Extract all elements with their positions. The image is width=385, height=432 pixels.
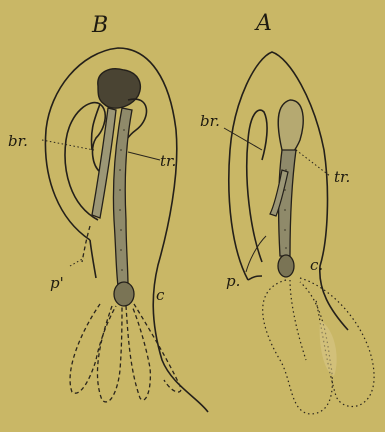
panel-a-chamber xyxy=(247,110,267,262)
panel-b-branchial-inner xyxy=(91,104,100,150)
panel-a-lobes xyxy=(263,278,374,414)
panel-a-label-p: p. xyxy=(226,272,240,290)
panel-b-body-left-edge xyxy=(90,240,96,278)
panel-b-label-br: br. xyxy=(8,132,28,150)
panel-b-title: B xyxy=(91,13,108,38)
panel-a-body-left-edge xyxy=(248,276,262,280)
panel-b-ganglion-mass xyxy=(98,69,141,108)
panel-a-label-tr: tr. xyxy=(334,168,350,186)
panel-b-pore xyxy=(82,226,90,262)
panel-b-label-c: c xyxy=(156,286,165,304)
panel-a-label-c: c. xyxy=(310,256,323,274)
panel-b-bulb xyxy=(114,282,134,306)
panel-b-label-p: p' xyxy=(50,274,64,292)
panel-a-label-br: br. xyxy=(200,112,220,130)
panel-b-tube xyxy=(113,108,132,286)
panel-b-br-leader xyxy=(42,140,94,150)
panel-b-p-leader xyxy=(70,258,84,266)
panel-a-tube xyxy=(279,150,296,256)
panel-b-label-tr: tr. xyxy=(160,152,176,170)
panel-b-tr-leader xyxy=(128,152,160,160)
panel-b: B xyxy=(8,13,208,412)
panel-a-lobe-shade xyxy=(320,320,337,376)
panel-a-title: A xyxy=(254,11,272,36)
panel-b-tentacles xyxy=(70,304,181,402)
panel-a: A br. tr. p. c. xyxy=(200,11,374,414)
panel-a-bulb xyxy=(278,255,294,277)
